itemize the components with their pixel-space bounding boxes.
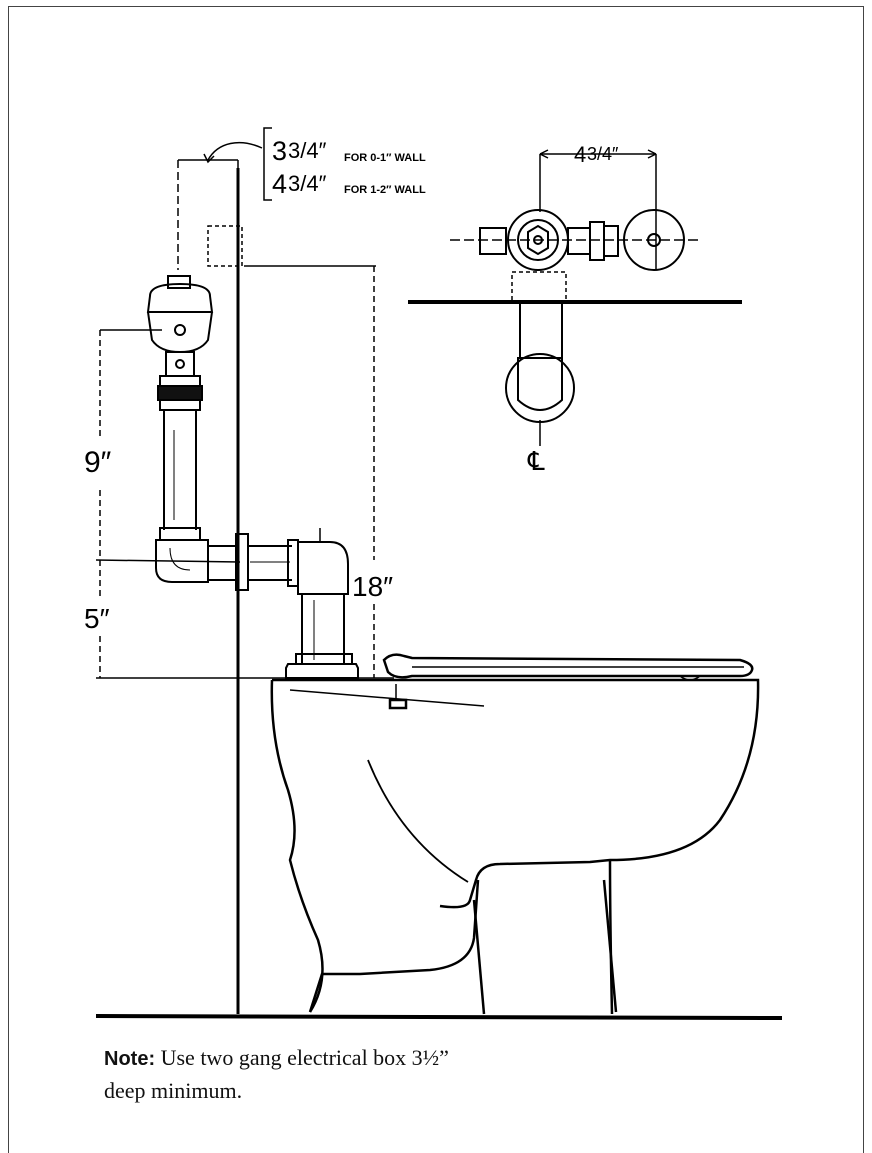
dimension-bracket bbox=[263, 127, 272, 201]
note-text-1: Use two gang electrical box 3½” bbox=[160, 1045, 449, 1070]
plan-dim-frac: 3/4″ bbox=[587, 144, 619, 164]
dim-5-label: 5″ bbox=[84, 603, 110, 634]
flush-valve bbox=[146, 275, 359, 679]
plan-dim-whole: 4 bbox=[574, 142, 586, 167]
centerline-symbol: ℄ bbox=[527, 446, 545, 476]
toilet-bowl bbox=[270, 653, 760, 1015]
floor-line bbox=[95, 1014, 783, 1020]
installation-note: Note: Use two gang electrical box 3½” de… bbox=[104, 1042, 704, 1107]
top-dim-b-frac: 3/4″ bbox=[288, 171, 327, 196]
electrical-box-outline bbox=[207, 225, 243, 267]
note-label: Note: bbox=[104, 1048, 156, 1070]
dim-18-label: 18″ bbox=[352, 571, 393, 602]
plan-view bbox=[408, 149, 742, 446]
curved-arrow bbox=[207, 141, 263, 161]
top-dim-b-note: FOR 1-2″ WALL bbox=[344, 184, 426, 196]
top-dim-a-note: FOR 0-1″ WALL bbox=[344, 152, 426, 164]
note-line-1: Note: Use two gang electrical box 3½” bbox=[104, 1042, 704, 1075]
note-text-2: deep minimum. bbox=[104, 1078, 243, 1103]
dim-9-label: 9″ bbox=[84, 446, 112, 479]
top-dim-b-whole: 4 bbox=[272, 169, 287, 199]
top-dim-a-whole: 3 bbox=[272, 136, 287, 166]
top-dim-a-frac: 3/4″ bbox=[288, 138, 327, 163]
height-dimensions bbox=[95, 265, 394, 679]
page-frame bbox=[8, 6, 864, 1153]
